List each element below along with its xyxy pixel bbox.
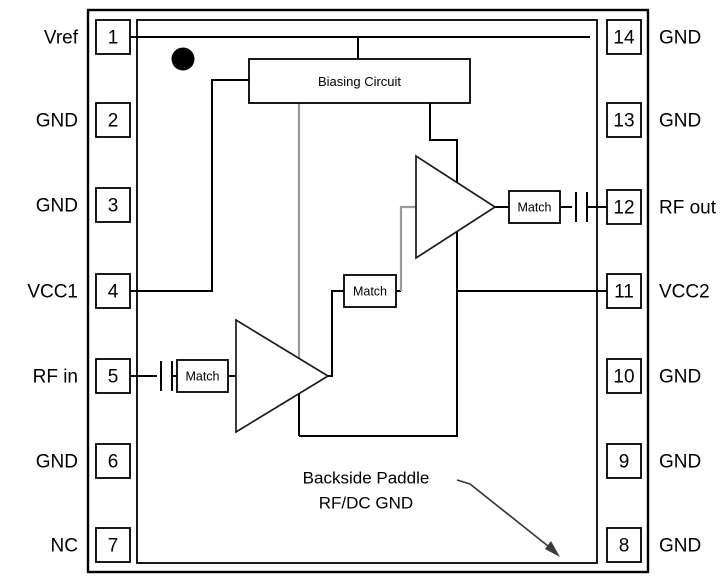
callout-arrow-line bbox=[456, 479, 554, 551]
pin-6-number: 6 bbox=[108, 452, 119, 473]
biasing-circuit-box bbox=[248, 58, 471, 104]
wire-bias-to-stage2 bbox=[429, 103, 458, 207]
pin-8[interactable]: 8 GND bbox=[606, 527, 701, 563]
paddle-label-line1: Backside Paddle bbox=[303, 469, 430, 488]
match-input-block: Match bbox=[176, 359, 229, 393]
pin-1-number: 1 bbox=[108, 28, 119, 49]
backside-paddle-annotation: Backside Paddle RF/DC GND bbox=[303, 469, 560, 557]
match-input-label: Match bbox=[185, 370, 219, 384]
pin-11-box[interactable] bbox=[606, 273, 642, 309]
pin-4-label: VCC1 bbox=[27, 282, 78, 303]
pin-3-box[interactable] bbox=[95, 187, 131, 223]
pin-9[interactable]: 9 GND bbox=[606, 443, 701, 479]
pin-group-left: 1 Vref 2 GND 3 GND 4 VCC1 5 RF in bbox=[27, 19, 131, 563]
match-output-box bbox=[508, 190, 561, 224]
pin-12[interactable]: 12 RF out bbox=[606, 189, 717, 225]
pin-14-box[interactable] bbox=[606, 19, 642, 55]
pin-6-label: GND bbox=[36, 452, 78, 473]
pin-5-label: RF in bbox=[33, 367, 78, 388]
pin-5[interactable]: 5 RF in bbox=[33, 358, 131, 394]
pin-1[interactable]: 1 Vref bbox=[44, 19, 131, 55]
pin-14-label: GND bbox=[659, 28, 701, 49]
pin-9-box[interactable] bbox=[606, 443, 642, 479]
pin-3[interactable]: 3 GND bbox=[36, 187, 131, 223]
pin-4[interactable]: 4 VCC1 bbox=[27, 273, 131, 309]
amplifier-triangle-stage-1 bbox=[235, 318, 330, 434]
match-interstage-label: Match bbox=[353, 285, 387, 299]
pin-6-box[interactable] bbox=[95, 443, 131, 479]
pin-9-number: 9 bbox=[619, 452, 630, 473]
pin-14-number: 14 bbox=[613, 28, 635, 49]
pin-11-number: 11 bbox=[614, 282, 634, 303]
pin-7-number: 7 bbox=[108, 536, 119, 557]
pin-8-box[interactable] bbox=[606, 527, 642, 563]
pin-12-number: 12 bbox=[613, 198, 634, 219]
pin-1-label: Vref bbox=[44, 28, 79, 49]
pin-8-label: GND bbox=[659, 536, 701, 557]
pin-12-box[interactable] bbox=[606, 189, 642, 225]
pin-5-box[interactable] bbox=[95, 358, 131, 394]
match-output-label: Match bbox=[517, 201, 551, 215]
pin-4-box[interactable] bbox=[95, 273, 131, 309]
pin-9-label: GND bbox=[659, 452, 701, 473]
pin-10-box[interactable] bbox=[606, 358, 642, 394]
pin-12-label: RF out bbox=[659, 198, 717, 219]
pin-5-number: 5 bbox=[108, 367, 119, 388]
biasing-circuit-label: Biasing Circuit bbox=[318, 74, 401, 89]
pin-3-label: GND bbox=[36, 196, 78, 217]
amplifier-triangle-stage-2 bbox=[415, 154, 497, 260]
pin-4-number: 4 bbox=[108, 282, 119, 303]
pin-13-label: GND bbox=[659, 111, 701, 132]
biasing-circuit-block: Biasing Circuit bbox=[248, 58, 471, 104]
pin-2-number: 2 bbox=[108, 111, 119, 132]
callout-arrow-head bbox=[545, 541, 560, 557]
pin-6[interactable]: 6 GND bbox=[36, 443, 131, 479]
pin-8-number: 8 bbox=[619, 536, 630, 557]
pin-7[interactable]: 7 NC bbox=[51, 527, 131, 563]
match-interstage-block: Match bbox=[343, 274, 397, 308]
match-input-box bbox=[176, 359, 229, 393]
pin-2[interactable]: 2 GND bbox=[36, 102, 131, 138]
wire-stage2-ground-return bbox=[299, 291, 458, 437]
pin-1-box[interactable] bbox=[95, 19, 131, 55]
match-interstage-box bbox=[343, 274, 397, 308]
pin-13-number: 13 bbox=[613, 111, 634, 132]
pin-10[interactable]: 10 GND bbox=[606, 358, 701, 394]
pin-11-label: VCC2 bbox=[659, 282, 710, 303]
pin-11[interactable]: 11 VCC2 bbox=[606, 273, 710, 309]
pin-10-number: 10 bbox=[613, 367, 634, 388]
pin-group-right: 14 GND 13 GND 12 RF out 11 VCC2 10 G bbox=[606, 19, 717, 563]
pin-14[interactable]: 14 GND bbox=[606, 19, 701, 55]
pin-10-label: GND bbox=[659, 367, 701, 388]
pin-7-label: NC bbox=[51, 536, 78, 557]
package-outline bbox=[86, 8, 650, 574]
match-output-block: Match bbox=[508, 190, 561, 224]
pin-2-box[interactable] bbox=[95, 102, 131, 138]
pin-13[interactable]: 13 GND bbox=[606, 102, 701, 138]
pin-3-number: 3 bbox=[108, 196, 119, 217]
paddle-label-line2: RF/DC GND bbox=[319, 494, 413, 513]
pin-one-indicator-dot bbox=[171, 47, 195, 71]
wire-amp1-to-match-mid bbox=[328, 290, 344, 377]
pin-7-box[interactable] bbox=[95, 527, 131, 563]
wire-match-mid-to-amp2 bbox=[399, 205, 416, 291]
pin-13-box[interactable] bbox=[606, 102, 642, 138]
pin-2-label: GND bbox=[36, 111, 78, 132]
wire-vcc1-to-bias bbox=[130, 79, 249, 292]
